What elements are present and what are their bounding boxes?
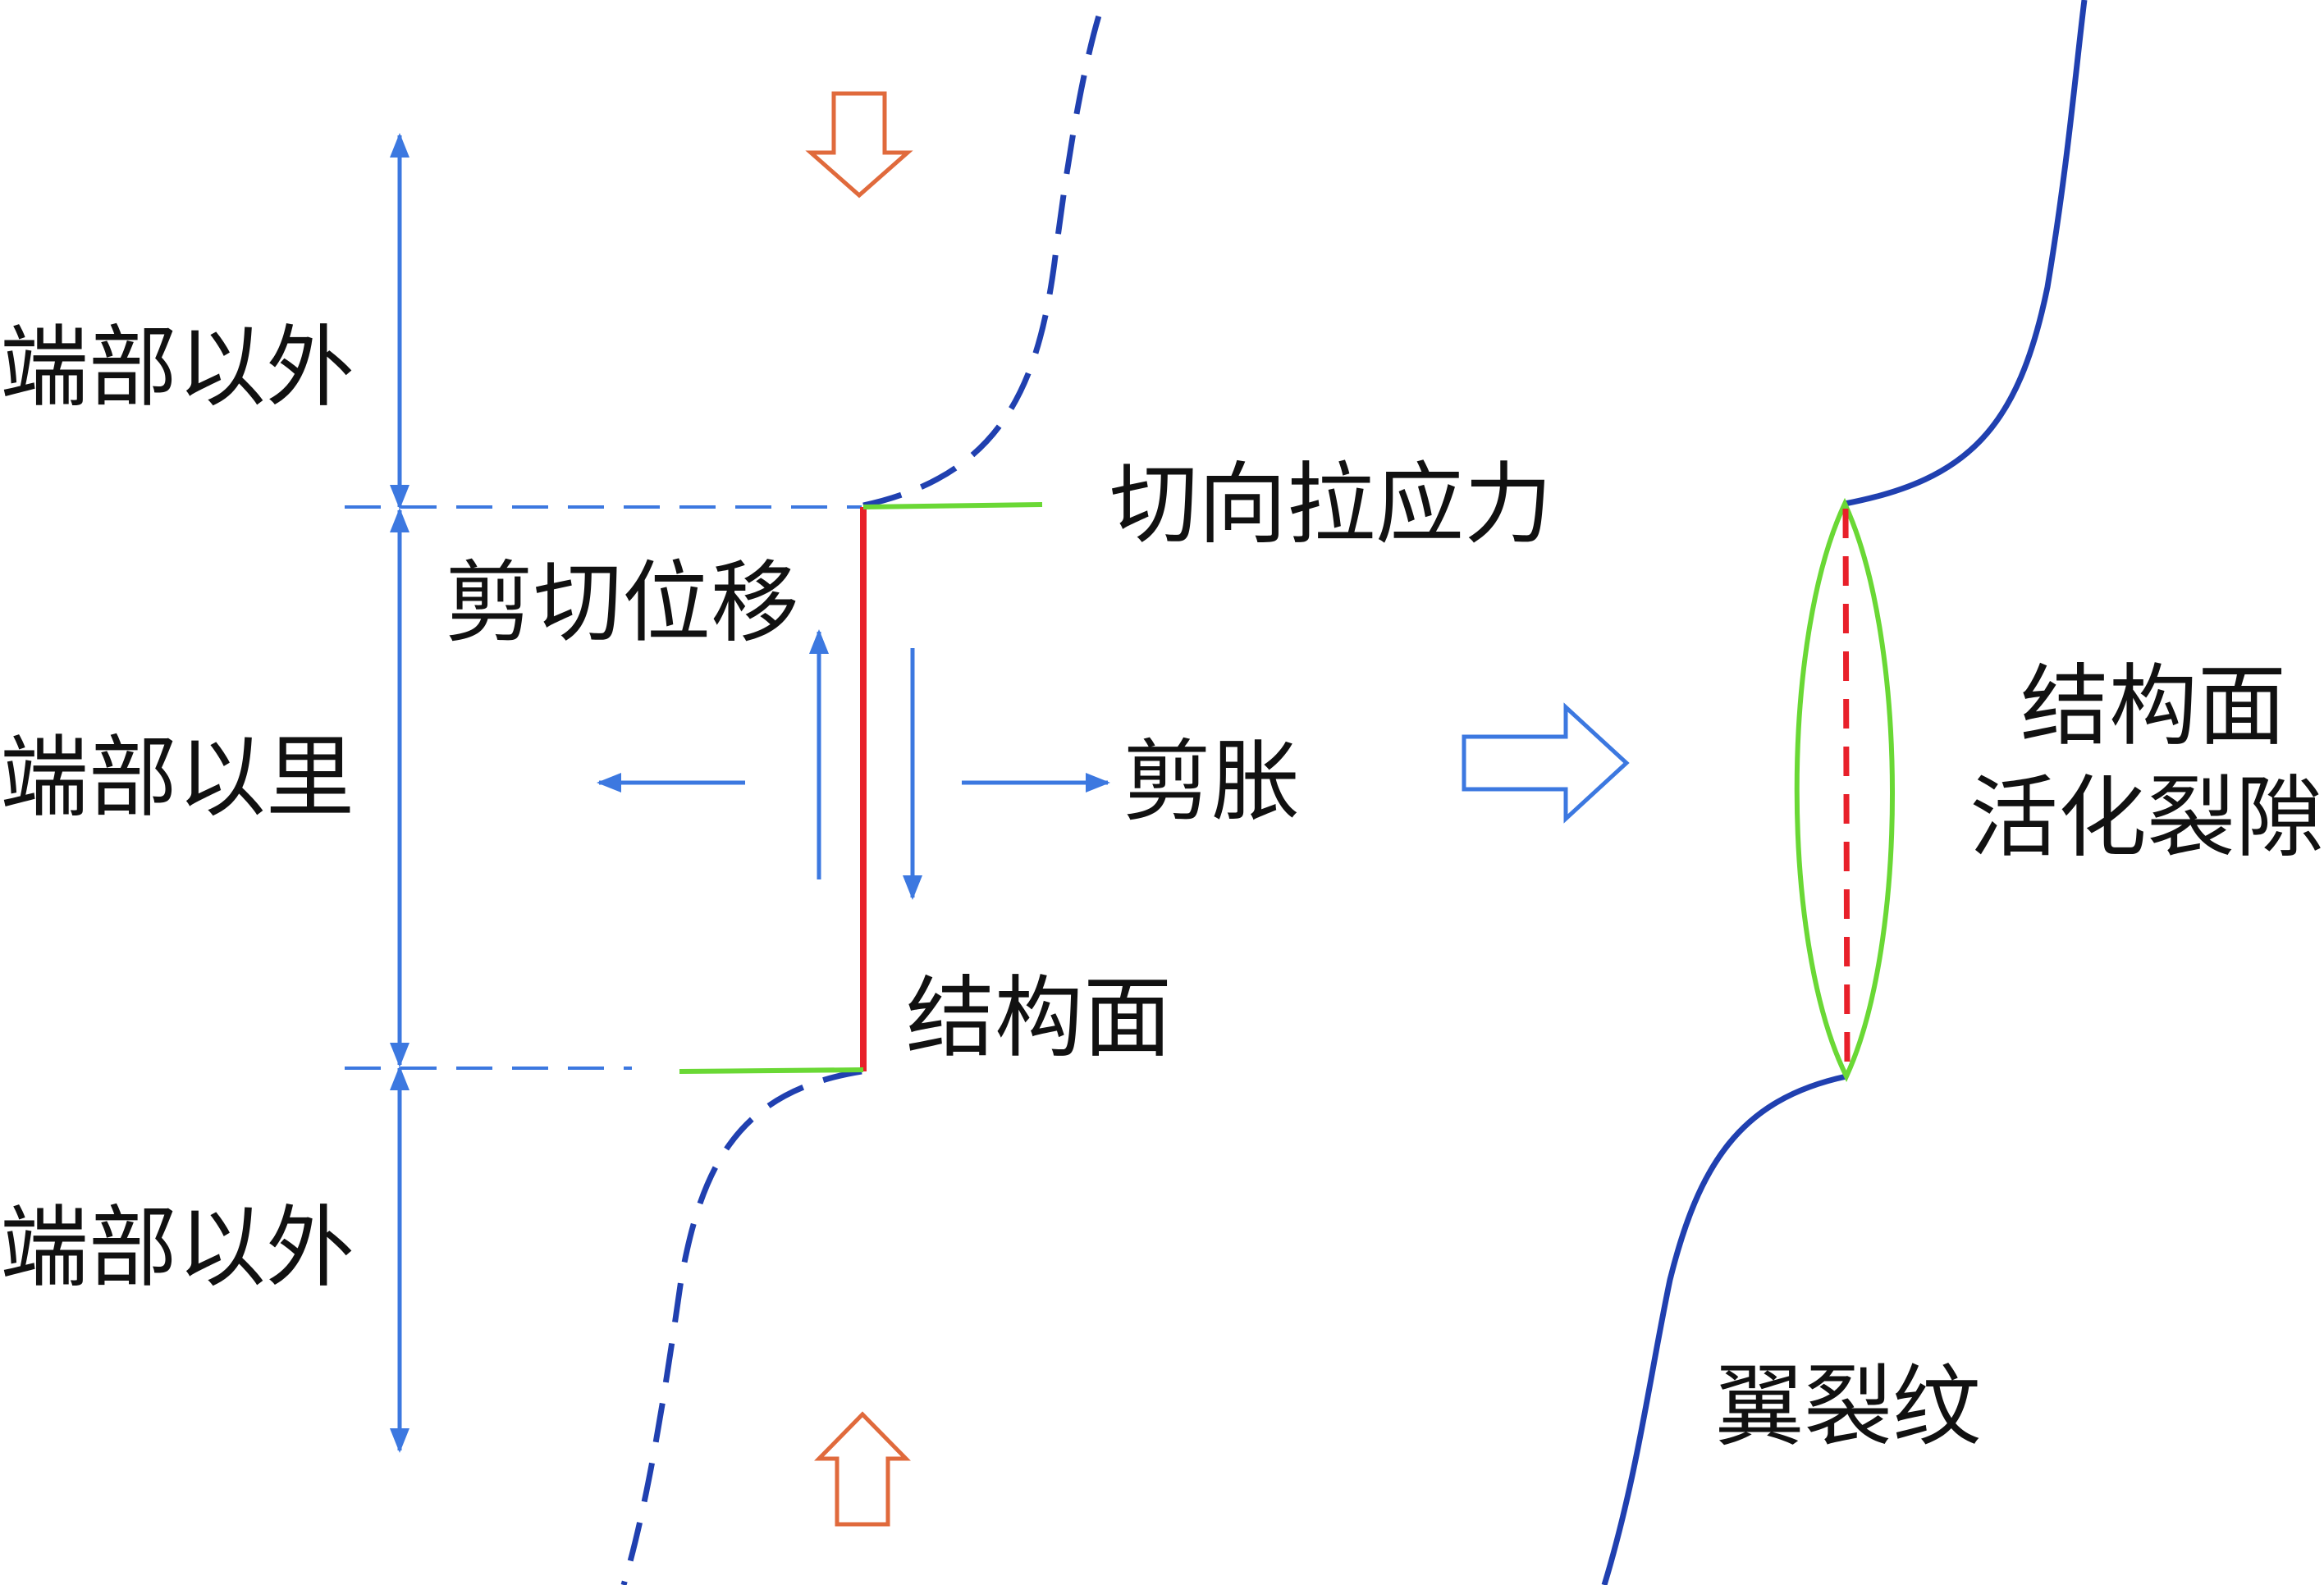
wing-crack-lower-solid xyxy=(1601,1073,1847,1585)
label-structural-plane-left: 结构面 xyxy=(906,967,1172,1070)
tension-zone-top xyxy=(862,502,1043,509)
label-shear-dilation: 剪胀 xyxy=(1123,731,1300,834)
hollow-arrow-up-icon xyxy=(814,1411,911,1527)
activated-fissure-outline xyxy=(1794,497,1895,1082)
label-inner: 端部以里 xyxy=(0,727,355,829)
tension-zone-bottom xyxy=(679,1067,864,1074)
label-structural-plane-right: 结构面 xyxy=(2020,655,2286,758)
label-activated-fissure: 活化裂隙 xyxy=(1969,767,2324,870)
wing-crack-upper-dashed xyxy=(862,0,1107,509)
label-wing-crack: 翼裂纹 xyxy=(1715,1356,1981,1459)
wing-crack-upper-solid xyxy=(1844,0,2088,507)
label-outer-bottom: 端部以外 xyxy=(0,1197,355,1300)
wing-crack-lower-dashed xyxy=(620,1068,862,1585)
label-outer-top: 端部以外 xyxy=(0,317,355,419)
label-tangential-tension: 切向拉应力 xyxy=(1109,454,1553,556)
hollow-arrow-down-icon xyxy=(805,91,913,199)
label-shear-displacement: 剪切位移 xyxy=(445,552,799,655)
hollow-arrow-right-icon xyxy=(1462,702,1630,824)
structural-plane-dashed xyxy=(1842,508,1851,1072)
